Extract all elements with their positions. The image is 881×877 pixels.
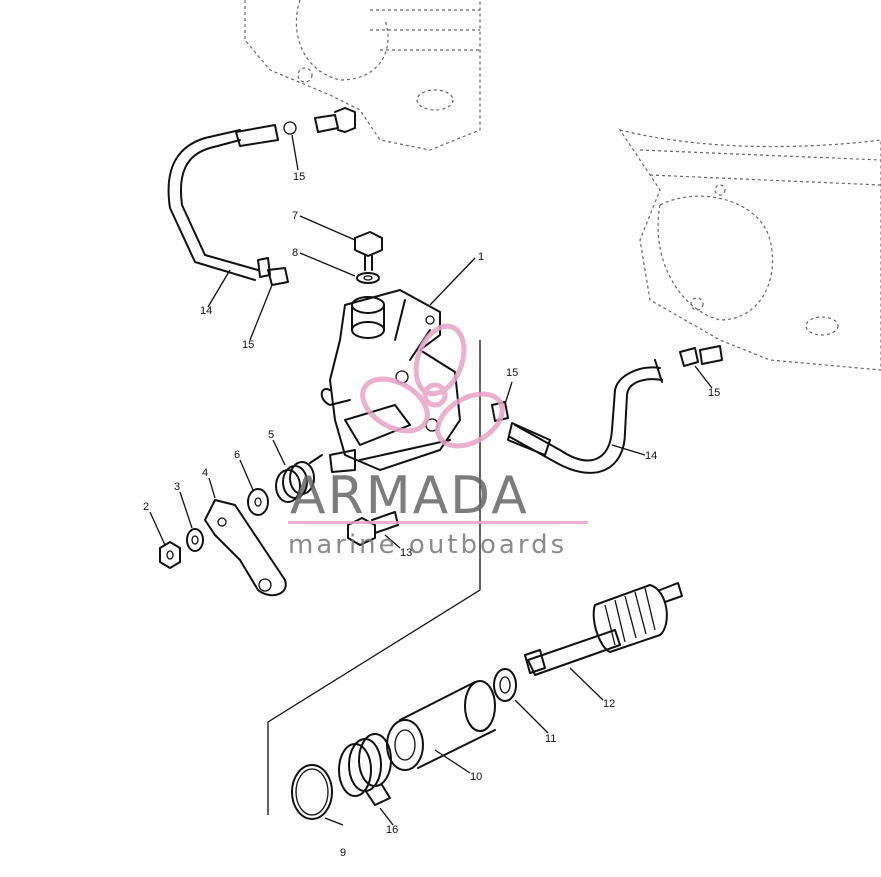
callout-15-top: 15 (293, 171, 305, 183)
callout-1: 1 (478, 251, 484, 263)
lever-4 (204, 499, 287, 597)
callout-13: 13 (400, 547, 412, 559)
washer-3 (186, 528, 204, 552)
callout-9: 9 (340, 847, 346, 859)
callout-labels: 1 2 3 4 5 6 7 8 9 10 11 12 13 14 14 15 1… (143, 171, 720, 859)
hose-clamp-right (679, 345, 723, 367)
cylinder-block-top (244, 0, 481, 151)
callout-16: 16 (386, 824, 398, 836)
callout-11: 11 (545, 733, 556, 745)
o-ring-9 (291, 764, 333, 820)
bolt-7 (354, 231, 383, 271)
callout-6: 6 (234, 449, 240, 461)
callout-4: 4 (202, 467, 208, 479)
washer-11 (493, 668, 517, 702)
callout-8: 8 (292, 247, 298, 259)
armada-watermark: ARMADA marine outboards (288, 323, 588, 560)
callout-7: 7 (292, 210, 298, 222)
callout-15-mid: 15 (506, 367, 518, 379)
callout-2: 2 (143, 501, 149, 513)
callout-15-right: 15 (708, 387, 720, 399)
propeller-logo-icon (360, 323, 505, 449)
callout-14-left: 14 (200, 305, 212, 317)
callout-12: 12 (603, 698, 615, 710)
hose-right (507, 359, 663, 474)
assembly-frame (267, 340, 481, 815)
watermark-underline (288, 521, 588, 524)
callout-14-right: 14 (645, 450, 657, 462)
callout-10: 10 (470, 771, 482, 783)
hose-clamp-left (257, 257, 289, 286)
gear-16 (338, 733, 392, 806)
washer-6 (247, 488, 269, 516)
watermark-tagline: marine outboards (288, 530, 567, 560)
bolt-13 (347, 511, 399, 546)
nut-2 (159, 541, 181, 569)
callout-5: 5 (268, 429, 274, 441)
watermark-brand: ARMADA (290, 466, 529, 526)
callout-3: 3 (174, 481, 180, 493)
leader-lines (149, 134, 713, 826)
hose-left (167, 107, 356, 281)
drive-shaft-12 (524, 582, 683, 676)
cylinder-block-right (618, 129, 881, 371)
spring-5 (275, 454, 323, 503)
washer-8 (356, 272, 380, 284)
callout-15-left: 15 (242, 339, 254, 351)
sleeve-10 (386, 680, 496, 771)
